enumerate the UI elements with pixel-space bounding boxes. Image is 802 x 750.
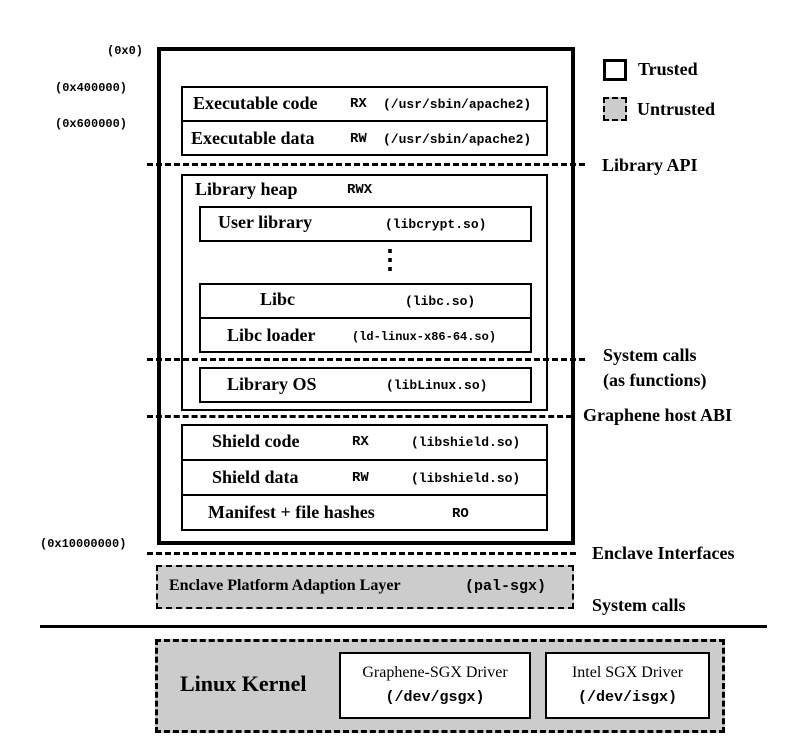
system-calls-functions-label-2: (as functions) <box>603 370 707 390</box>
legend-untrusted-swatch <box>603 97 627 121</box>
shield-code-perm: RX <box>352 434 369 450</box>
enclave-trusted-region <box>157 47 575 545</box>
manifest-perm: RO <box>452 506 469 522</box>
executable-divider <box>181 120 548 122</box>
library-api-label: Library API <box>602 155 698 175</box>
shield-code-path: (libshield.so) <box>411 435 521 450</box>
manifest-label: Manifest + file hashes <box>208 502 375 522</box>
system-calls-label: System calls <box>592 595 686 615</box>
shield-code-label: Shield code <box>212 431 300 451</box>
library-os-label: Library OS <box>227 374 317 394</box>
graphene-sgx-driver-label: Graphene-SGX Driver <box>362 664 508 681</box>
libc-label: Libc <box>260 289 296 309</box>
intel-sgx-driver-path: (/dev/isgx) <box>577 689 678 706</box>
legend-trusted-label: Trusted <box>638 59 698 79</box>
libc-loader-path: (ld-linux-x86-64.so) <box>352 330 497 344</box>
address-0x10000000: (0x10000000) <box>40 537 127 551</box>
executable-code-perm: RX <box>350 96 367 112</box>
library-api-boundary <box>147 163 585 166</box>
user-library-box <box>199 206 532 242</box>
linux-kernel-label: Linux Kernel <box>180 671 307 696</box>
pal-label: Enclave Platform Adaption Layer <box>169 577 401 594</box>
legend-untrusted-label: Untrusted <box>637 99 716 119</box>
library-heap-label: Library heap <box>195 179 298 199</box>
system-calls-functions-boundary <box>147 358 585 361</box>
system-calls-functions-label-1: System calls <box>603 345 697 365</box>
address-0x0: (0x0) <box>107 44 144 58</box>
graphene-sgx-driver-path: (/dev/gsgx) <box>385 689 485 706</box>
enclave-interfaces-label: Enclave Interfaces <box>592 543 735 563</box>
intel-sgx-driver-box <box>545 652 710 719</box>
executable-code-path: (/usr/sbin/apache2) <box>383 97 532 112</box>
pal-code: (pal-sgx) <box>465 578 547 595</box>
vertical-ellipsis: ⋮ <box>377 245 403 274</box>
pal-box <box>156 565 574 609</box>
library-os-path: (libLinux.so) <box>386 378 488 393</box>
libc-path: (libc.so) <box>405 294 476 309</box>
shield-divider-1 <box>181 459 548 461</box>
enclave-interfaces-boundary <box>147 552 576 555</box>
shield-box <box>181 424 548 531</box>
graphene-sgx-driver-box <box>339 652 531 719</box>
libc-loader-label: Libc loader <box>227 325 316 345</box>
graphene-host-abi-boundary <box>147 415 572 418</box>
intel-sgx-driver-label: Intel SGX Driver <box>571 664 684 681</box>
shield-data-perm: RW <box>352 470 369 486</box>
graphene-host-abi-label: Graphene host ABI <box>583 405 733 425</box>
executable-code-label: Executable code <box>193 93 318 113</box>
executable-data-label: Executable data <box>191 128 315 148</box>
address-0x400000: (0x400000) <box>55 81 128 95</box>
shield-data-path: (libshield.so) <box>411 471 521 486</box>
library-os-box <box>199 367 532 403</box>
address-0x600000: (0x600000) <box>55 117 128 131</box>
user-library-label: User library <box>218 212 313 232</box>
shield-divider-2 <box>181 494 548 496</box>
executable-data-path: (/usr/sbin/apache2) <box>383 132 532 147</box>
libc-divider <box>199 317 532 319</box>
executable-data-perm: RW <box>350 131 367 147</box>
user-library-path: (libcrypt.so) <box>385 217 487 232</box>
library-heap-perm: RWX <box>347 182 373 198</box>
legend-trusted-swatch <box>603 59 627 81</box>
kernel-separator <box>40 625 767 628</box>
shield-data-label: Shield data <box>212 467 299 487</box>
